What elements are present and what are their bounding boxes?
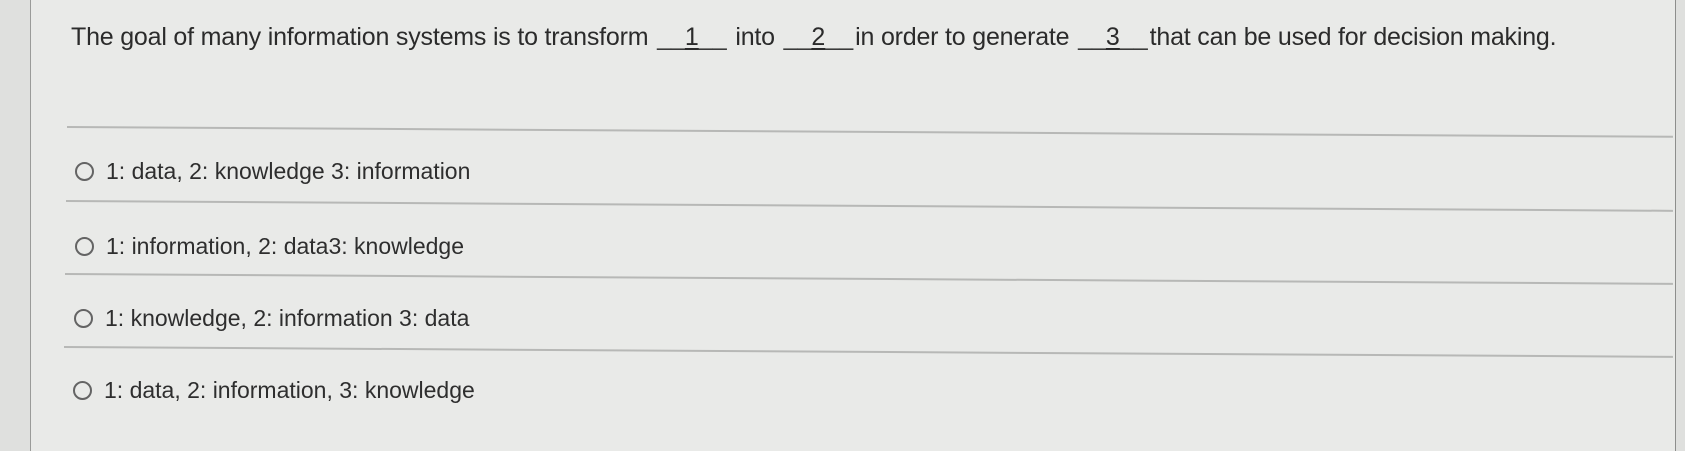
question-prompt: The goal of many information systems is … — [71, 18, 1611, 56]
question-text-part-3: in order to generate — [855, 23, 1077, 51]
divider — [65, 200, 1673, 212]
option-4[interactable]: 1: data, 2: information, 3: knowledge — [73, 375, 475, 405]
page-edge-right — [1675, 0, 1685, 451]
blank-2-right: __ — [825, 23, 854, 51]
question-text-part-4: that can be used for decision making. — [1149, 23, 1557, 51]
question-card: The goal of many information systems is … — [31, 0, 1675, 451]
option-1[interactable]: 1: data, 2: knowledge 3: information — [75, 156, 470, 186]
radio-button-icon[interactable] — [75, 236, 94, 256]
option-label[interactable]: 1: knowledge, 2: information 3: data — [105, 305, 470, 331]
blank-2-left: __ — [783, 23, 812, 51]
blank-1-left: __ — [657, 23, 685, 51]
option-3[interactable]: 1: knowledge, 2: information 3: data — [74, 303, 469, 333]
divider — [64, 273, 1673, 285]
blank-1-number: 1 — [684, 23, 699, 51]
option-label[interactable]: 1: data, 2: information, 3: knowledge — [104, 377, 475, 403]
option-label[interactable]: 1: information, 2: data3: knowledge — [106, 233, 465, 259]
blank-1-right: __ — [698, 23, 727, 51]
blank-3: __3__ — [1076, 18, 1150, 56]
blank-2-number: 2 — [811, 23, 826, 51]
blank-3-left: __ — [1078, 23, 1106, 51]
blank-1: __1__ — [655, 18, 729, 56]
option-2[interactable]: 1: information, 2: data3: knowledge — [75, 231, 464, 261]
radio-button-icon[interactable] — [74, 308, 93, 328]
radio-button-icon[interactable] — [73, 380, 92, 400]
question-text-part-1: The goal of many information systems is … — [71, 23, 656, 51]
radio-button-icon[interactable] — [75, 161, 94, 181]
page-edge-left — [0, 0, 31, 451]
option-label[interactable]: 1: data, 2: knowledge 3: information — [106, 158, 471, 184]
divider-top — [66, 126, 1673, 138]
divider — [63, 346, 1673, 358]
blank-3-number: 3 — [1105, 23, 1120, 51]
blank-2: __2__ — [782, 18, 856, 56]
question-text-part-2: into — [728, 23, 782, 51]
blank-3-right: __ — [1119, 23, 1148, 51]
